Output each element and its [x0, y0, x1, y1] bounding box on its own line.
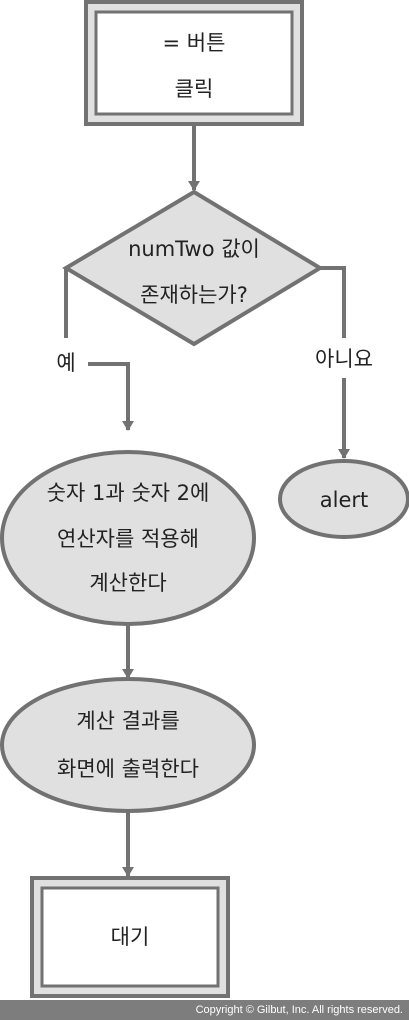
decision-node-line-1: numTwo 값이	[128, 237, 260, 261]
yes-label: 예	[56, 351, 75, 375]
copyright-footer: Copyright © Gilbut, Inc. All rights rese…	[0, 1000, 409, 1020]
display-node-line-2: 화면에 출력한다	[57, 757, 199, 781]
display-node-line-1: 계산 결과를	[76, 709, 179, 733]
decision-node: numTwo 값이 존재하는가?	[62, 189, 324, 347]
display-node: 계산 결과를 화면에 출력한다	[0, 677, 256, 813]
compute-node-line-3: 계산한다	[89, 571, 166, 595]
compute-node-line-1: 숫자 1과 숫자 2에	[47, 481, 210, 505]
start-node-line-1: = 버튼	[163, 31, 226, 55]
alert-node-label: alert	[320, 488, 369, 512]
compute-node-line-2: 연산자를 적용해	[57, 527, 199, 551]
alert-node: alert	[278, 459, 409, 539]
wait-node-label: 대기	[111, 925, 150, 949]
no-branch-line-upper	[320, 266, 346, 338]
start-node: = 버튼 클릭	[84, 0, 304, 126]
wait-node: 대기	[30, 876, 230, 998]
compute-node: 숫자 1과 숫자 2에 연산자를 적용해 계산한다	[0, 450, 256, 626]
no-label: 아니요	[315, 347, 373, 371]
start-node-line-2: 클릭	[175, 77, 214, 101]
yes-branch-line-lower	[88, 362, 134, 431]
decision-node-line-2: 존재하는가?	[140, 283, 248, 307]
